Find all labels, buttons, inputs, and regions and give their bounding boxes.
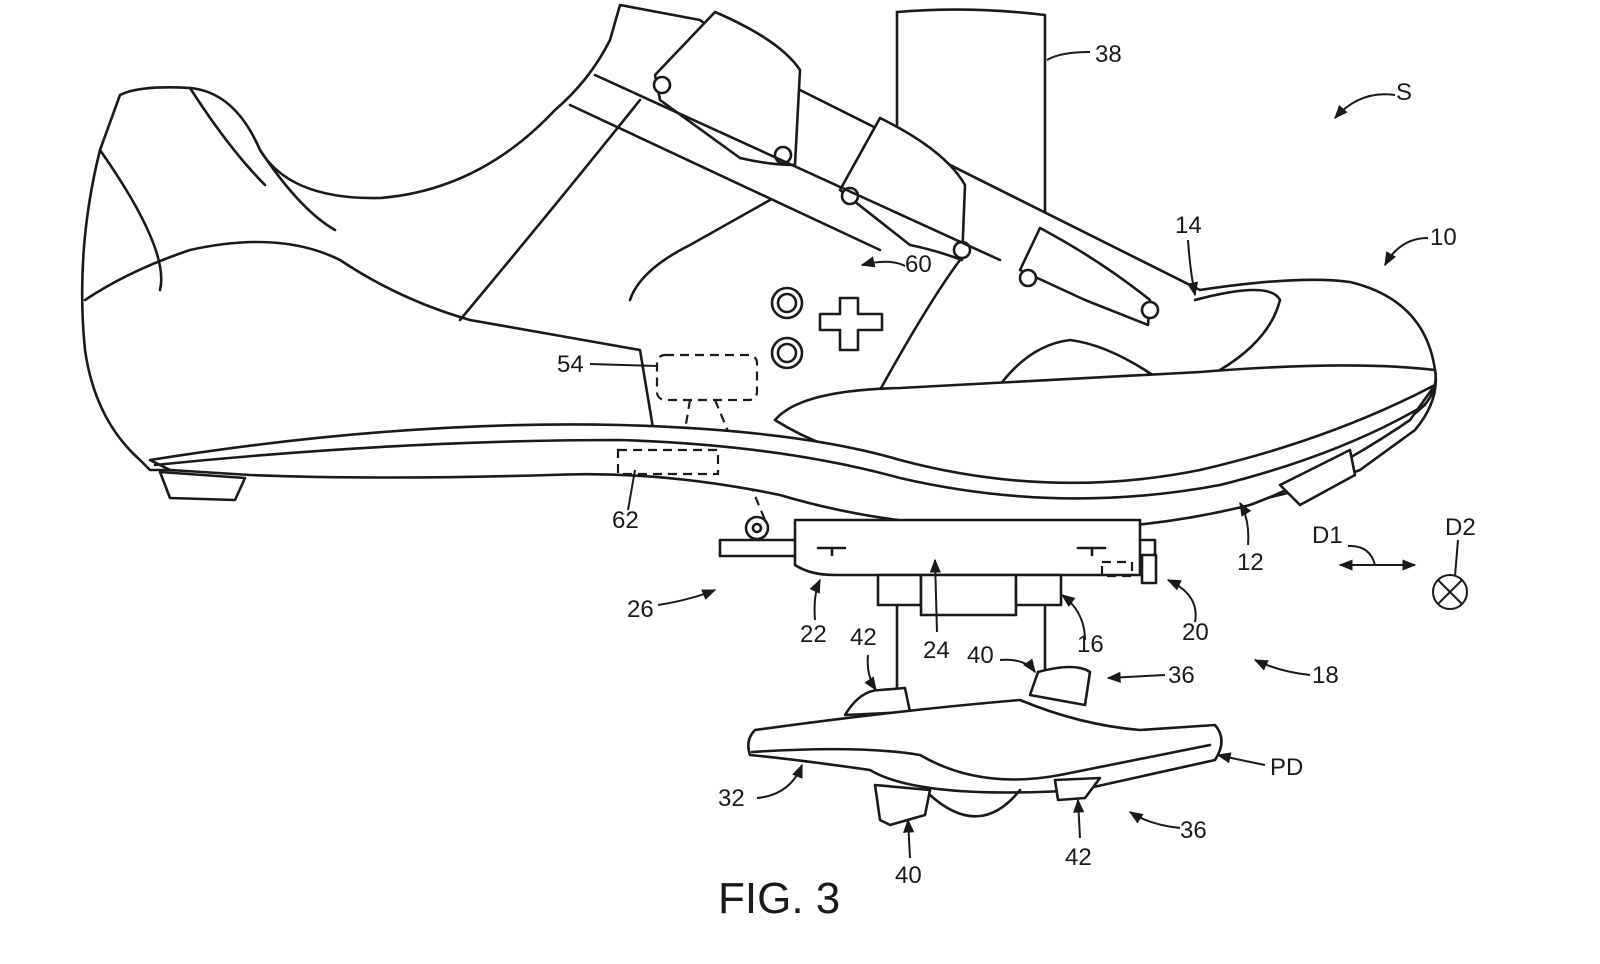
label-32: 32	[718, 785, 745, 812]
label-54: 54	[557, 351, 584, 378]
label-S: S	[1396, 79, 1412, 106]
label-36-lower: 36	[1180, 817, 1207, 844]
label-36-upper: 36	[1168, 662, 1195, 689]
label-D1: D1	[1312, 522, 1343, 549]
direction-d2	[1432, 539, 1468, 610]
label-18: 18	[1312, 662, 1339, 689]
label-PD: PD	[1270, 754, 1303, 781]
label-D2: D2	[1445, 514, 1476, 541]
shoe-sole	[148, 383, 1437, 531]
cleat-assembly	[718, 515, 1158, 692]
label-10: 10	[1430, 224, 1457, 251]
direction-d1	[1338, 544, 1417, 571]
label-20: 20	[1182, 619, 1209, 646]
figure-caption: FIG. 3	[718, 874, 840, 923]
label-14: 14	[1175, 212, 1202, 239]
label-12: 12	[1237, 549, 1264, 576]
label-16: 16	[1077, 631, 1104, 658]
label-38: 38	[1095, 41, 1122, 68]
leader-lines	[589, 51, 1429, 859]
label-22: 22	[800, 621, 827, 648]
d-pad-control-icon	[818, 296, 884, 352]
label-62: 62	[612, 507, 639, 534]
label-24: 24	[923, 637, 950, 664]
label-42-upper: 42	[850, 624, 877, 651]
label-26: 26	[627, 596, 654, 623]
label-42-lower: 42	[1065, 844, 1092, 871]
label-40-lower: 40	[895, 862, 922, 889]
label-40-upper: 40	[967, 642, 994, 669]
pedal-body	[747, 665, 1223, 827]
label-60: 60	[905, 251, 932, 278]
